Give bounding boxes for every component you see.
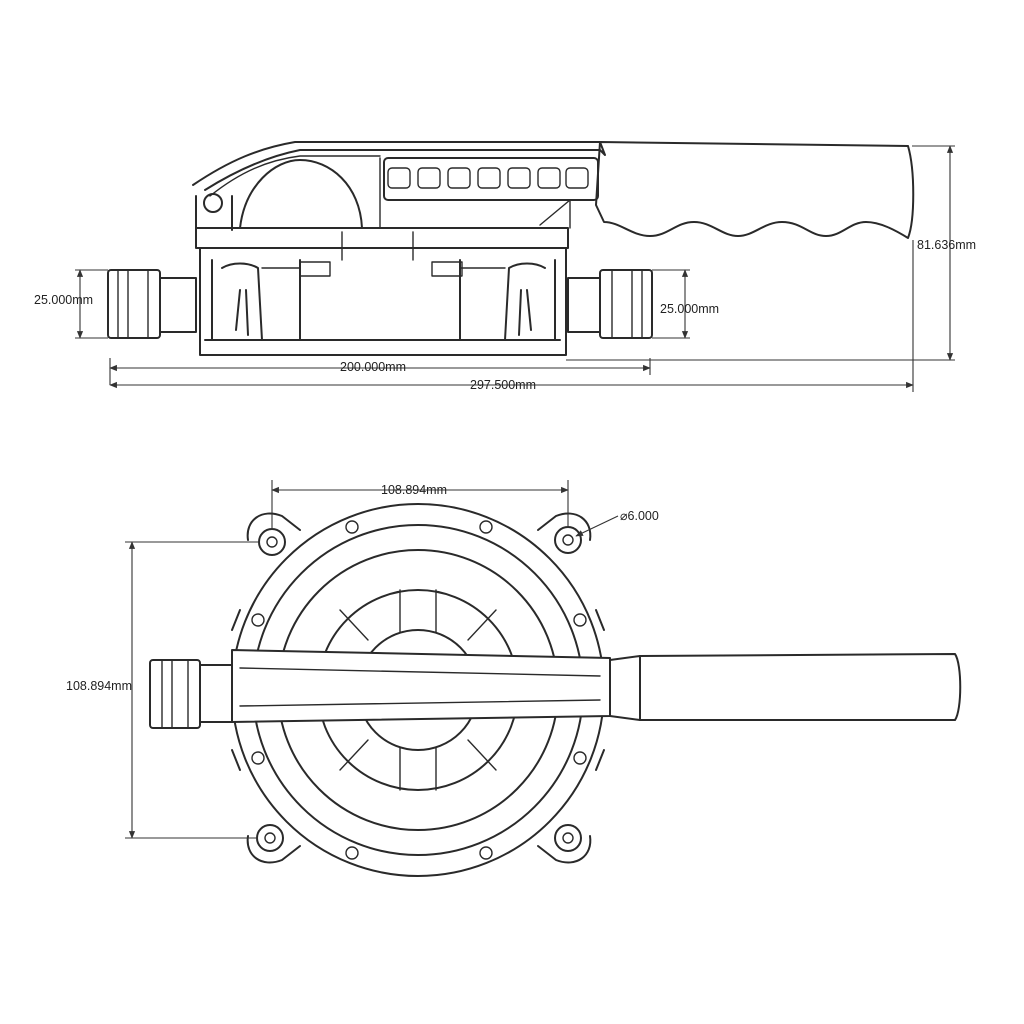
base-length-label: 200.000mm (340, 360, 406, 374)
dim-overall-height (566, 145, 955, 361)
inlet-port (107, 269, 197, 339)
side-view: 25.000mm 25.000mm 200.000mm 297.500mm 81… (34, 141, 976, 392)
dim-hole-diameter (575, 515, 619, 537)
rocker-wheel (239, 157, 381, 229)
overall-height-label: 81.636mm (917, 238, 976, 252)
housing-screws (251, 520, 587, 860)
dim-outlet-diameter (652, 269, 690, 339)
dim-overall-length (109, 240, 914, 392)
dim-base-length (109, 358, 651, 385)
lever-arm (192, 141, 606, 231)
top-height-label: 108.894mm (66, 679, 132, 693)
top-handle (231, 649, 962, 723)
dim-inlet-diameter (75, 269, 108, 339)
side-handle (595, 141, 915, 239)
outlet-port (567, 269, 653, 339)
outlet-diameter-label: 25.000mm (660, 302, 719, 316)
top-view: 108.894mm 108.894mm ⌀6.000 (66, 480, 962, 877)
dim-top-width (271, 480, 569, 530)
overall-length-label: 297.500mm (470, 378, 536, 392)
hole-diameter-label: ⌀6.000 (620, 509, 659, 523)
top-width-label: 108.894mm (381, 483, 447, 497)
inlet-diameter-label: 25.000mm (34, 293, 93, 307)
dim-top-height (125, 541, 260, 839)
top-inlet-port (149, 659, 233, 729)
pump-body (195, 227, 569, 356)
piston-rod (383, 157, 599, 229)
